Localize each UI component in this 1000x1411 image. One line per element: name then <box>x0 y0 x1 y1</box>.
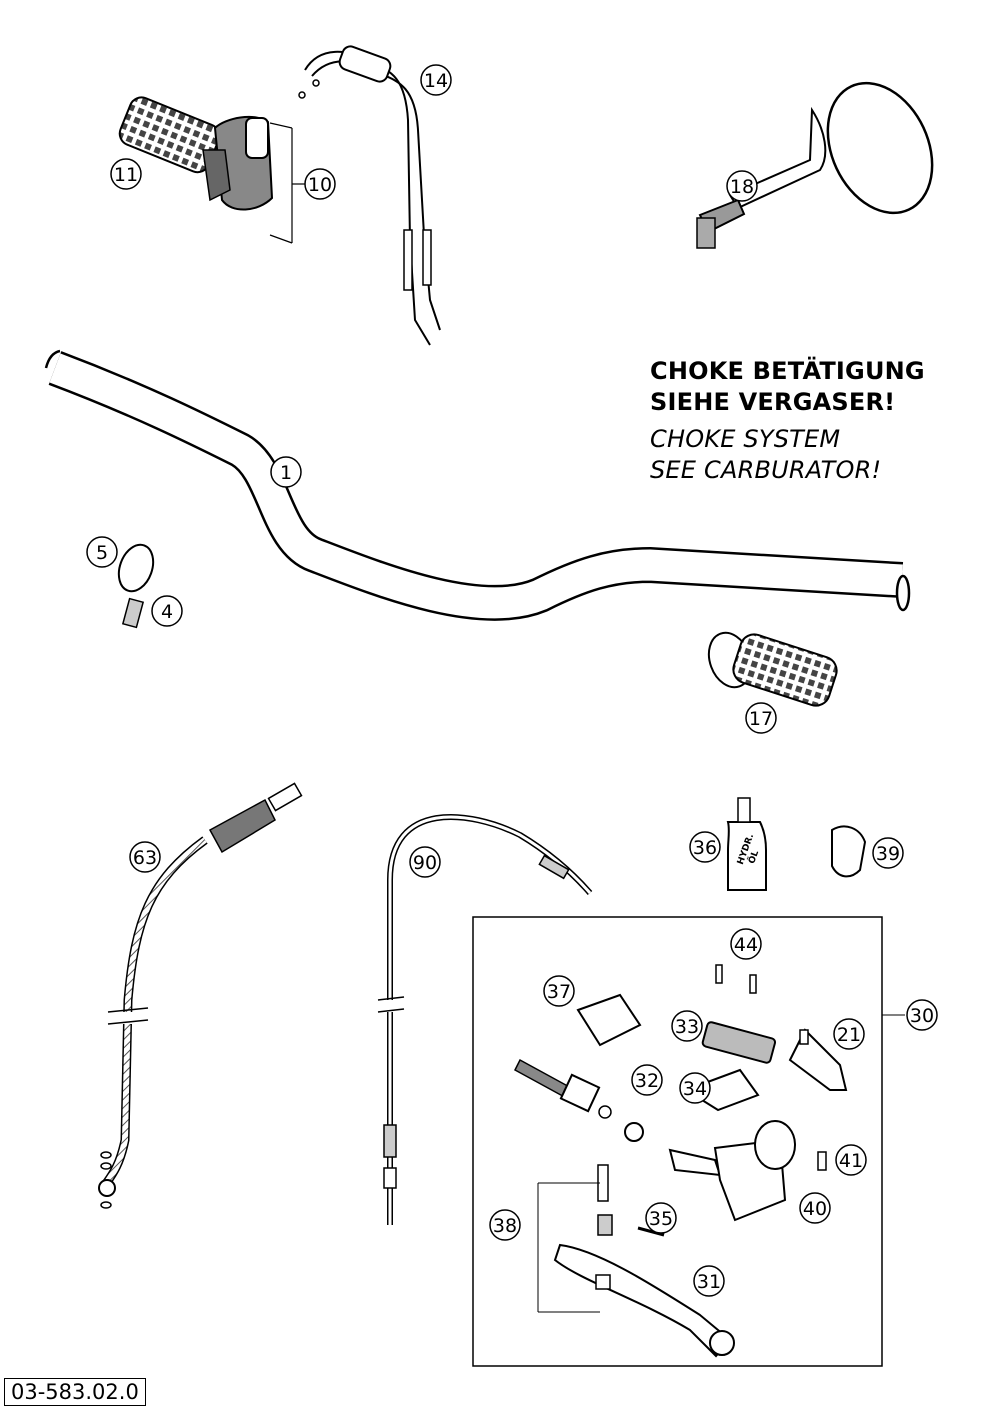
callout-14: 14 <box>420 64 452 96</box>
throttle-grip-assembly <box>118 96 306 244</box>
callout-41: 41 <box>835 1144 867 1176</box>
callout-63: 63 <box>129 841 161 873</box>
throttle-cables <box>298 45 441 346</box>
callout-34: 34 <box>679 1072 711 1104</box>
callout-37: 37 <box>543 975 575 1007</box>
callout-4: 4 <box>151 595 183 627</box>
callout-35: 35 <box>645 1202 677 1234</box>
choke-note-english-line2: SEE CARBURATOR! <box>650 456 882 484</box>
callout-11: 11 <box>110 158 142 190</box>
callout-21-label: 21 <box>837 1024 861 1046</box>
callout-30: 30 <box>906 999 938 1031</box>
clip-and-pin <box>117 543 155 629</box>
callout-33-label: 33 <box>675 1016 699 1038</box>
callout-33: 33 <box>671 1010 703 1042</box>
callout-10-label: 10 <box>308 174 332 196</box>
callout-32: 32 <box>631 1064 663 1096</box>
callout-63-label: 63 <box>133 847 157 869</box>
callout-5-label: 5 <box>96 542 108 564</box>
callout-17: 17 <box>745 702 777 734</box>
callout-41-label: 41 <box>839 1150 863 1172</box>
callout-38: 38 <box>489 1209 521 1241</box>
left-grip <box>707 631 838 707</box>
callout-1: 1 <box>270 456 302 488</box>
callout-11-label: 11 <box>114 164 138 186</box>
callout-90: 90 <box>409 846 441 878</box>
callout-37-label: 37 <box>547 981 571 1003</box>
mirror <box>696 81 934 249</box>
callout-31-label: 31 <box>697 1271 721 1293</box>
callout-5: 5 <box>86 536 118 568</box>
handlebar <box>44 349 911 621</box>
callout-44: 44 <box>730 928 762 960</box>
clamp <box>831 825 867 878</box>
choke-note-german-line2: SIEHE VERGASER! <box>650 388 896 416</box>
drawing-number: 03-583.02.0 <box>4 1378 146 1406</box>
callout-36: 36 <box>689 831 721 863</box>
callout-4-label: 4 <box>161 601 173 623</box>
callout-30-label: 30 <box>910 1005 934 1027</box>
choke-note-english: CHOKE SYSTEM SEE CARBURATOR! <box>650 424 881 486</box>
callout-32-label: 32 <box>635 1070 659 1092</box>
choke-note-german: CHOKE BETÄTIGUNG SIEHE VERGASER! <box>650 356 925 418</box>
callout-90-label: 90 <box>413 852 437 874</box>
callout-17-label: 17 <box>749 708 773 730</box>
choke-note-english-line1: CHOKE SYSTEM <box>650 425 841 453</box>
bottle-label-line2: ÖL <box>746 849 761 866</box>
callout-40: 40 <box>799 1192 831 1224</box>
callouts: 1 5 4 11 10 14 18 17 63 90 36 39 44 37 3… <box>86 64 938 1297</box>
callout-36-label: 36 <box>693 837 717 859</box>
callout-14-label: 14 <box>424 70 448 92</box>
callout-18-label: 18 <box>730 176 754 198</box>
clutch-cable <box>377 814 593 1225</box>
callout-40-label: 40 <box>803 1198 827 1220</box>
choke-note-german-line1: CHOKE BETÄTIGUNG <box>650 357 925 385</box>
master-cylinder-parts <box>514 964 848 1358</box>
callout-34-label: 34 <box>683 1078 707 1100</box>
callout-39-label: 39 <box>876 843 900 865</box>
callout-10: 10 <box>304 168 336 200</box>
speedometer-cable <box>98 782 303 1209</box>
callout-1-label: 1 <box>280 462 292 484</box>
callout-21: 21 <box>833 1018 865 1050</box>
callout-39: 39 <box>872 837 904 869</box>
callout-35-label: 35 <box>649 1208 673 1230</box>
callout-38-label: 38 <box>493 1215 517 1237</box>
master-cylinder-box <box>472 916 905 1367</box>
callout-44-label: 44 <box>734 934 758 956</box>
hydraulic-oil-bottle: HYDR. ÖL <box>726 797 767 891</box>
callout-31: 31 <box>693 1265 725 1297</box>
callout-18: 18 <box>726 170 758 202</box>
